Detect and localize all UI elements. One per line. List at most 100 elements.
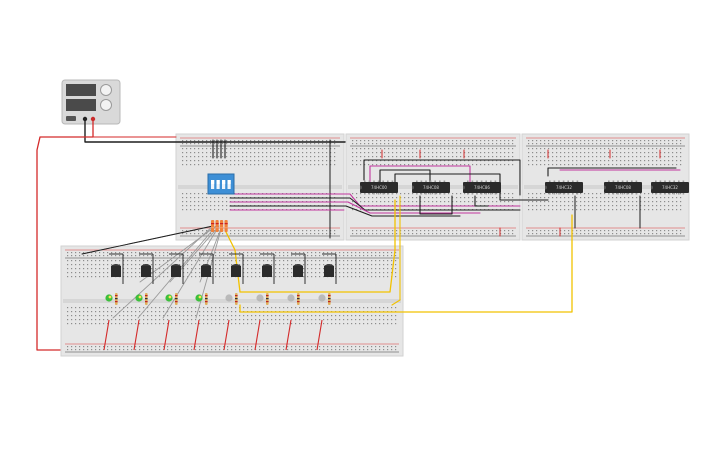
- breadboard-hole[interactable]: [291, 255, 293, 257]
- breadboard-hole[interactable]: [271, 260, 273, 262]
- breadboard-hole[interactable]: [255, 307, 257, 309]
- breadboard-hole[interactable]: [668, 152, 670, 154]
- breadboard-hole[interactable]: [91, 349, 93, 351]
- breadboard-hole[interactable]: [624, 193, 626, 195]
- breadboard-hole[interactable]: [395, 276, 397, 278]
- breadboard-hole[interactable]: [400, 201, 402, 203]
- breadboard-hole[interactable]: [219, 349, 221, 351]
- breadboard-hole[interactable]: [186, 201, 188, 203]
- breadboard-hole[interactable]: [67, 268, 69, 270]
- breadboard-hole[interactable]: [568, 205, 570, 207]
- breadboard-hole[interactable]: [620, 197, 622, 199]
- breadboard-hole[interactable]: [322, 156, 324, 158]
- breadboard-hole[interactable]: [195, 255, 197, 257]
- breadboard-hole[interactable]: [612, 233, 614, 235]
- breadboard-hole[interactable]: [375, 268, 377, 270]
- breadboard-hole[interactable]: [218, 164, 220, 166]
- breadboard-hole[interactable]: [472, 230, 474, 232]
- breadboard-hole[interactable]: [604, 152, 606, 154]
- breadboard-hole[interactable]: [412, 160, 414, 162]
- breadboard-hole[interactable]: [191, 252, 193, 254]
- breadboard-hole[interactable]: [432, 230, 434, 232]
- breadboard-hole[interactable]: [640, 152, 642, 154]
- breadboard-hole[interactable]: [258, 148, 260, 150]
- breadboard-hole[interactable]: [388, 164, 390, 166]
- breadboard-hole[interactable]: [314, 164, 316, 166]
- breadboard-hole[interactable]: [278, 140, 280, 142]
- breadboard-hole[interactable]: [544, 209, 546, 211]
- breadboard-hole[interactable]: [139, 276, 141, 278]
- breadboard-hole[interactable]: [416, 201, 418, 203]
- breadboard-hole[interactable]: [588, 148, 590, 150]
- breadboard-hole[interactable]: [572, 164, 574, 166]
- breadboard-hole[interactable]: [318, 164, 320, 166]
- breadboard-hole[interactable]: [640, 156, 642, 158]
- breadboard-hole[interactable]: [676, 164, 678, 166]
- breadboard-hole[interactable]: [270, 156, 272, 158]
- breadboard-hole[interactable]: [95, 323, 97, 325]
- breadboard-hole[interactable]: [624, 209, 626, 211]
- breadboard-hole[interactable]: [230, 164, 232, 166]
- breadboard-hole[interactable]: [556, 233, 558, 235]
- breadboard-hole[interactable]: [202, 152, 204, 154]
- breadboard-hole[interactable]: [504, 156, 506, 158]
- breadboard-hole[interactable]: [311, 264, 313, 266]
- breadboard-hole[interactable]: [151, 323, 153, 325]
- breadboard-hole[interactable]: [139, 268, 141, 270]
- breadboard-hole[interactable]: [359, 260, 361, 262]
- breadboard-hole[interactable]: [384, 156, 386, 158]
- wire-input-fan[interactable]: [81, 225, 214, 255]
- breadboard-hole[interactable]: [195, 272, 197, 274]
- breadboard-hole[interactable]: [218, 143, 220, 145]
- breadboard-hole[interactable]: [319, 346, 321, 348]
- breadboard-hole[interactable]: [258, 230, 260, 232]
- breadboard-hole[interactable]: [294, 152, 296, 154]
- breadboard-hole[interactable]: [664, 197, 666, 199]
- breadboard-hole[interactable]: [368, 152, 370, 154]
- breadboard-hole[interactable]: [263, 319, 265, 321]
- breadboard-hole[interactable]: [103, 260, 105, 262]
- breadboard-hole[interactable]: [159, 319, 161, 321]
- breadboard-hole[interactable]: [672, 197, 674, 199]
- breadboard-hole[interactable]: [243, 307, 245, 309]
- breadboard-hole[interactable]: [298, 143, 300, 145]
- breadboard-hole[interactable]: [246, 148, 248, 150]
- breadboard-hole[interactable]: [275, 346, 277, 348]
- breadboard-hole[interactable]: [111, 252, 113, 254]
- breadboard-hole[interactable]: [636, 140, 638, 142]
- breadboard-hole[interactable]: [343, 252, 345, 254]
- breadboard-hole[interactable]: [147, 255, 149, 257]
- breadboard-hole[interactable]: [456, 197, 458, 199]
- breadboard-hole[interactable]: [396, 201, 398, 203]
- breadboard-hole[interactable]: [608, 152, 610, 154]
- breadboard-hole[interactable]: [560, 230, 562, 232]
- breadboard-hole[interactable]: [672, 201, 674, 203]
- breadboard-hole[interactable]: [512, 143, 514, 145]
- breadboard-hole[interactable]: [311, 319, 313, 321]
- breadboard-hole[interactable]: [612, 205, 614, 207]
- breadboard-hole[interactable]: [326, 230, 328, 232]
- breadboard-hole[interactable]: [107, 349, 109, 351]
- breadboard-hole[interactable]: [267, 252, 269, 254]
- breadboard-hole[interactable]: [352, 205, 354, 207]
- breadboard-hole[interactable]: [472, 152, 474, 154]
- breadboard-hole[interactable]: [528, 156, 530, 158]
- breadboard-hole[interactable]: [672, 205, 674, 207]
- breadboard-hole[interactable]: [259, 252, 261, 254]
- breadboard-hole[interactable]: [306, 164, 308, 166]
- breadboard-hole[interactable]: [286, 230, 288, 232]
- breadboard-hole[interactable]: [428, 152, 430, 154]
- breadboard-hole[interactable]: [123, 268, 125, 270]
- breadboard-hole[interactable]: [592, 160, 594, 162]
- breadboard-hole[interactable]: [322, 230, 324, 232]
- breadboard-hole[interactable]: [380, 140, 382, 142]
- breadboard-hole[interactable]: [652, 193, 654, 195]
- breadboard-hole[interactable]: [171, 255, 173, 257]
- breadboard-hole[interactable]: [87, 323, 89, 325]
- breadboard-hole[interactable]: [552, 233, 554, 235]
- breadboard-hole[interactable]: [334, 143, 336, 145]
- breadboard-hole[interactable]: [303, 252, 305, 254]
- breadboard-hole[interactable]: [636, 152, 638, 154]
- breadboard-hole[interactable]: [290, 143, 292, 145]
- breadboard-hole[interactable]: [612, 160, 614, 162]
